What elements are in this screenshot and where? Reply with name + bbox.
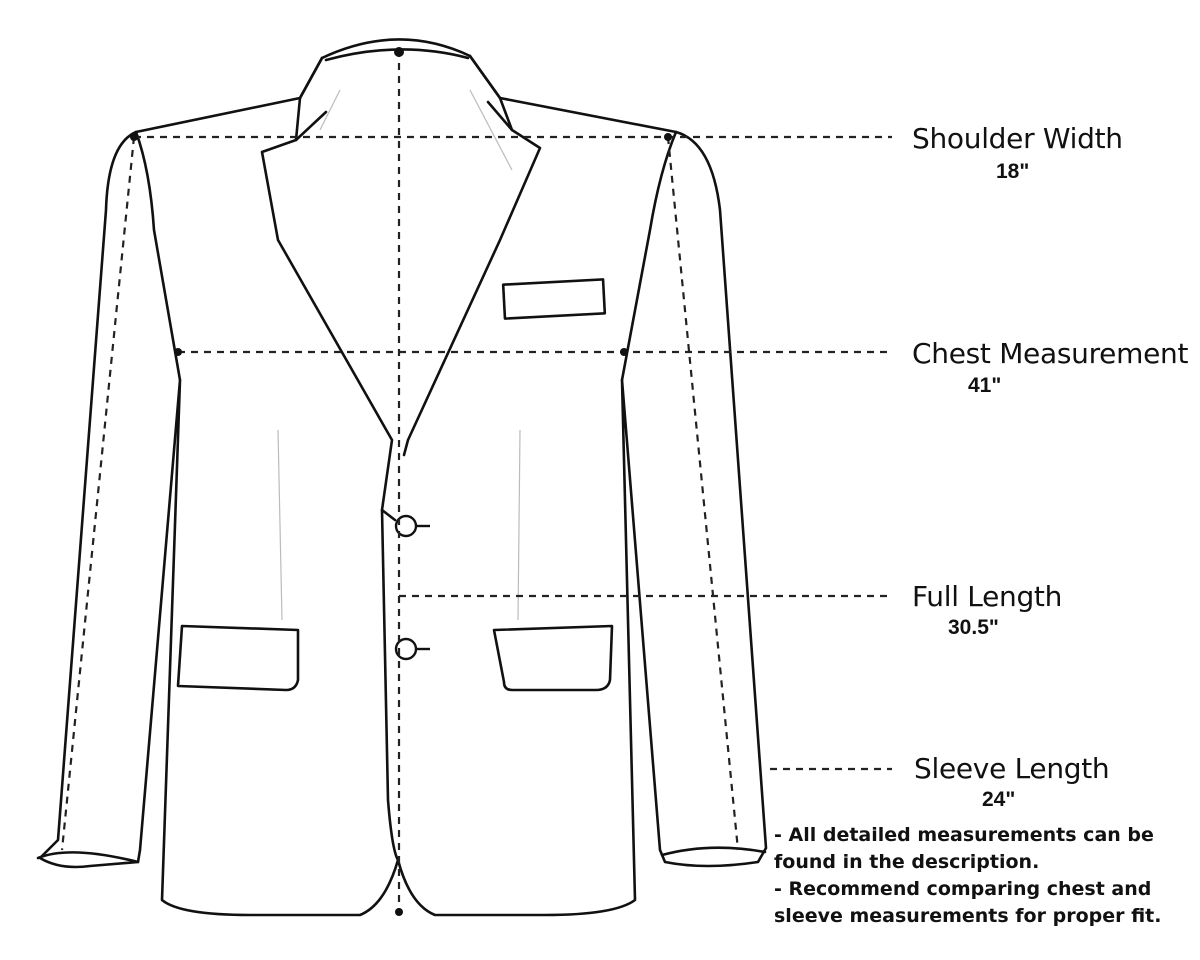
left-lapel-notch: [294, 110, 328, 142]
full-length-value: 30.5": [948, 616, 999, 639]
shoulder-width-label: Shoulder Width: [912, 122, 1123, 155]
chest-measurement-value: 41": [968, 374, 1002, 397]
collar-back: [320, 38, 472, 60]
left-sleeve-guide: [60, 136, 136, 851]
button-icon: [394, 514, 430, 661]
measurement-guides: [60, 50, 892, 912]
note-line-4: sleeve measurements for proper fit.: [774, 905, 1162, 927]
front-opening: [380, 508, 400, 862]
sleeve-length-label: Sleeve Length: [914, 752, 1110, 785]
note-line-2: found in the description.: [774, 851, 1040, 873]
blazer-outline-icon: [36, 38, 768, 917]
guide-points: [130, 47, 672, 916]
left-lapel: [260, 56, 397, 522]
full-length-label: Full Length: [912, 580, 1063, 613]
right-sleeve-guide: [666, 136, 740, 851]
chest-measurement-label: Chest Measurement: [912, 337, 1189, 370]
shoulder-width-value: 18": [996, 160, 1030, 183]
seams: [277, 89, 521, 621]
right-lapel-notch: [486, 100, 514, 132]
left-cuff: [36, 851, 140, 864]
left-sleeve-inner: [134, 130, 182, 382]
right-pocket-flap: [492, 624, 614, 692]
fit-notes: - All detailed measurements can be found…: [774, 822, 1194, 930]
note-line-1: - All detailed measurements can be: [774, 824, 1154, 846]
breast-pocket: [501, 278, 607, 320]
note-line-3: - Recommend comparing chest and: [774, 878, 1152, 900]
left-pocket-flap: [176, 624, 300, 692]
right-lapel: [402, 54, 542, 457]
right-sleeve-inner: [620, 130, 678, 382]
right-cuff: [660, 846, 767, 857]
sleeve-length-value: 24": [982, 788, 1016, 811]
